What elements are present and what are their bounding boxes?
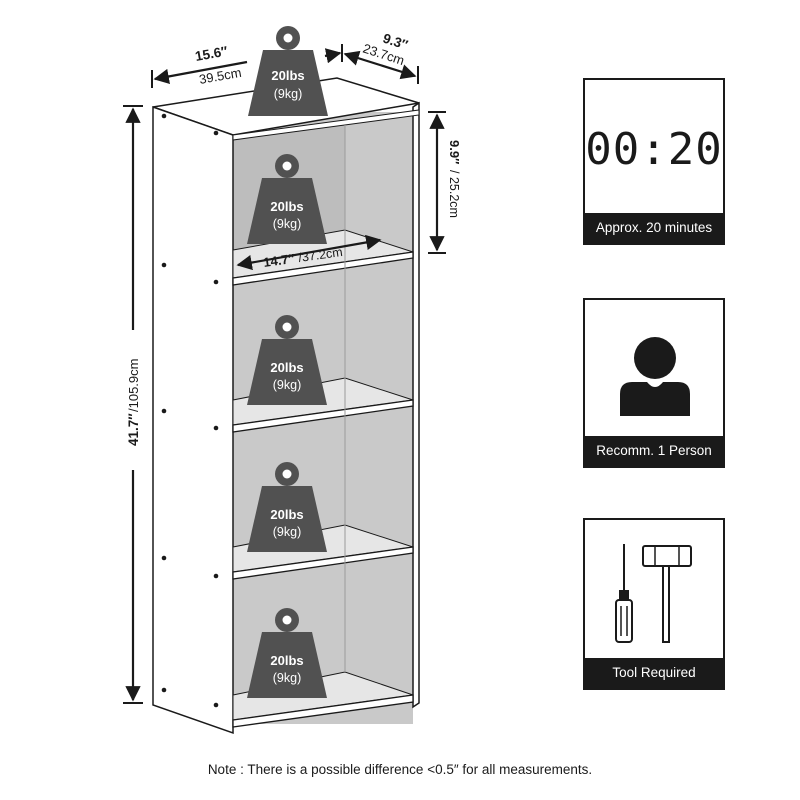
assembly-time-label: Approx. 20 minutes: [585, 213, 723, 243]
weight-badge-top: 20lbs (9kg): [248, 26, 328, 116]
weight-kg: (9kg): [273, 378, 301, 392]
weight-kg: (9kg): [273, 525, 301, 539]
weight-badge-shelf-3: 20lbs (9kg): [247, 462, 327, 552]
weight-lbs: 20lbs: [270, 653, 303, 668]
weight-lbs: 20lbs: [270, 360, 303, 375]
width-inches: 15.6″: [194, 43, 229, 64]
assembly-time-card: 00:20 Approx. 20 minutes: [583, 78, 725, 245]
compartment-height-inches: 9.9″: [447, 140, 462, 164]
weight-badge-shelf-2: 20lbs (9kg): [247, 315, 327, 405]
weight-kg: (9kg): [274, 87, 302, 101]
width-cm: 39.5cm: [198, 65, 243, 87]
weight-kg: (9kg): [273, 217, 301, 231]
shelf-width-dimension: 14.7″ /37.2cm: [236, 234, 382, 271]
people-label: Recomm. 1 Person: [585, 436, 723, 466]
total-height-inches: 41.7″: [126, 413, 141, 446]
weight-kg: (9kg): [273, 671, 301, 685]
weight-badge-shelf-1: 20lbs (9kg): [247, 154, 327, 244]
weight-lbs: 20lbs: [271, 68, 304, 83]
tools-card: Tool Required: [583, 518, 725, 690]
bookcase: [152, 77, 420, 735]
depth-dimension: 9.3″ 23.7cm: [341, 31, 419, 84]
total-height-cm: /105.9cm: [126, 359, 141, 412]
width-dimension: 15.6″ 39.5cm: [151, 43, 342, 88]
shelf-width-inches: 14.7″: [262, 251, 295, 270]
people-card: Recomm. 1 Person: [583, 298, 725, 468]
screwdriver-icon: [615, 544, 633, 643]
weight-badge-shelf-4: 20lbs (9kg): [247, 608, 327, 698]
measurement-note: Note : There is a possible difference <0…: [207, 762, 593, 777]
person-icon: [620, 337, 690, 416]
digital-clock-icon: 00:20: [585, 124, 723, 175]
compartment-height-cm: / 25.2cm: [447, 170, 461, 218]
side-panel: [152, 105, 234, 735]
shelf-width-cm: /37.2cm: [297, 245, 343, 265]
total-height-dimension: 41.7″ /105.9cm: [123, 105, 143, 704]
weight-lbs: 20lbs: [270, 507, 303, 522]
compartment-height-dimension: 9.9″ / 25.2cm: [428, 111, 462, 254]
screw-holes: [161, 113, 219, 708]
weight-lbs: 20lbs: [270, 199, 303, 214]
mallet-icon: [642, 545, 692, 643]
tools-label: Tool Required: [585, 658, 723, 688]
